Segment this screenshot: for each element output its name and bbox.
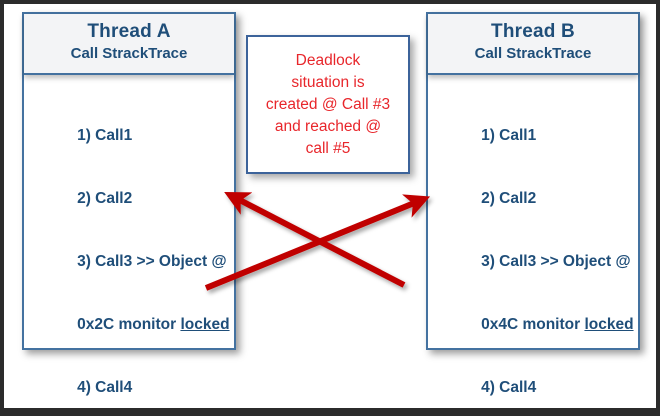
trace-text: 4) Call4 (77, 379, 133, 396)
thread-b-trace-line: 2) Call2 (438, 167, 638, 230)
thread-b-panel: Thread B Call StrackTrace 1) Call1 2) Ca… (426, 12, 640, 396)
thread-a-trace-line: 0x2C monitor locked (34, 293, 234, 356)
thread-b-subtitle: Call StrackTrace (474, 45, 592, 62)
thread-a-panel: Thread A Call StrackTrace 1) Call1 2) Ca… (22, 12, 236, 396)
trace-underlined-text: locked (584, 316, 634, 333)
trace-underlined-text: locked (180, 316, 230, 333)
trace-text: 1) Call1 (481, 127, 537, 144)
thread-b-trace-line: 1) Call1 (438, 104, 638, 167)
trace-text: 2) Call2 (77, 190, 133, 207)
thread-a-trace-line: 4) Call4 (34, 356, 234, 408)
thread-a-header: Thread A Call StrackTrace (24, 14, 234, 75)
thread-b-stacktrace-list: 1) Call1 2) Call2 3) Call3 >> Object @ 0… (428, 75, 638, 408)
deadlock-note-text: Deadlock situation is created @ Call #3 … (265, 51, 391, 157)
thread-b-title: Thread B (491, 21, 575, 42)
trace-text: 3) Call3 >> Object @ (481, 253, 631, 270)
thread-b-trace-line: 3) Call3 >> Object @ (438, 230, 638, 293)
thread-a-trace-line: 1) Call1 (34, 104, 234, 167)
thread-a-stacktrace-list: 1) Call1 2) Call2 3) Call3 >> Object @ 0… (24, 75, 234, 408)
trace-text: 4) Call4 (481, 379, 537, 396)
thread-b-header: Thread B Call StrackTrace (428, 14, 638, 75)
arrow-b-waits-on-a (224, 191, 406, 288)
trace-text: 2) Call2 (481, 190, 537, 207)
thread-a-trace-line: 3) Call3 >> Object @ (34, 230, 234, 293)
trace-text: 0x2C monitor (77, 316, 181, 333)
trace-text: 1) Call1 (77, 127, 133, 144)
thread-a-trace-line: 2) Call2 (34, 167, 234, 230)
thread-a-subtitle: Call StrackTrace (70, 45, 188, 62)
trace-text: 0x4C monitor (481, 316, 585, 333)
trace-text: 3) Call3 >> Object @ (77, 253, 227, 270)
deadlock-note-box: Deadlock situation is created @ Call #3 … (246, 35, 410, 174)
thread-b-trace-line: 0x4C monitor locked (438, 293, 638, 356)
thread-b-trace-line: 4) Call4 (438, 356, 638, 408)
thread-a-title: Thread A (87, 21, 171, 42)
diagram-surface: Thread A Call StrackTrace 1) Call1 2) Ca… (4, 4, 656, 408)
arrow-a-waits-on-b (204, 194, 431, 291)
